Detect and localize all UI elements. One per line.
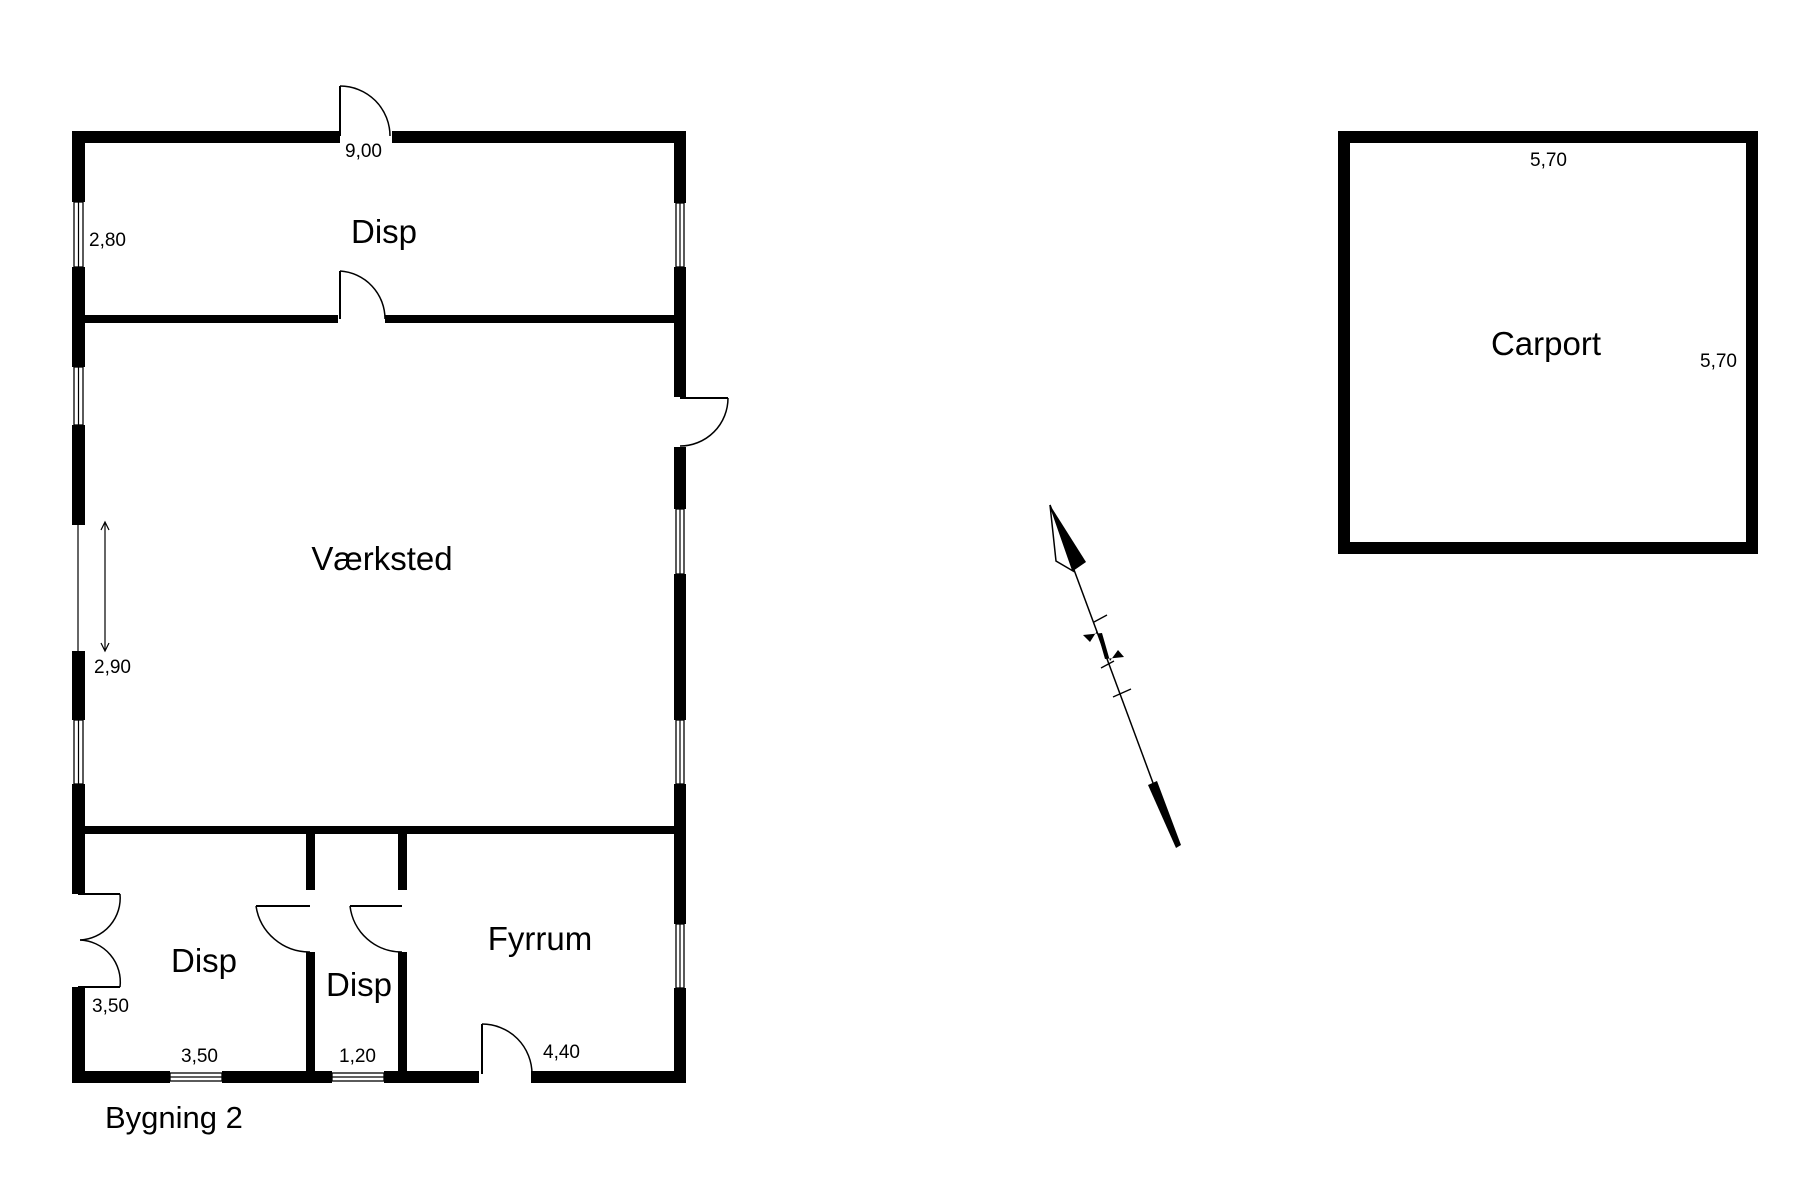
wall-left-3 (72, 425, 85, 525)
wall-left-1 (72, 131, 85, 202)
wall-right-3 (674, 447, 686, 509)
wall-interior-3 (72, 826, 686, 834)
dim-disp-top-depth: 2,80 (89, 230, 126, 251)
wall-partition-2b (398, 952, 407, 1083)
wall-left-4 (72, 651, 85, 720)
wall-left-6 (72, 987, 85, 1083)
dim-disp-small-width: 1,20 (339, 1046, 376, 1067)
wall-partition-1a (306, 826, 315, 890)
door-right-swing (679, 397, 729, 447)
wall-interior-2 (385, 315, 686, 323)
room-label-vaerksted: Værksted (311, 540, 452, 577)
door-disp-top-swing (339, 270, 386, 320)
wall-partition-2a (398, 826, 407, 890)
wall-bottom-2 (222, 1071, 332, 1083)
wall-bottom-1 (72, 1071, 170, 1083)
wall-right-6 (674, 988, 686, 1083)
carport-outline (1338, 131, 1758, 554)
door-fyrrum-swing (481, 1023, 533, 1075)
wall-right-5 (674, 784, 686, 924)
dim-carport-width: 5,70 (1530, 150, 1567, 171)
dim-fyrrum-width: 4,40 (543, 1042, 580, 1063)
wall-interior-1 (72, 315, 338, 323)
building-name: Bygning 2 (105, 1100, 243, 1135)
wall-top-left (72, 131, 340, 143)
wall-partition-1b (306, 952, 315, 1083)
room-label-disp-top: Disp (351, 213, 417, 250)
north-arrow-icon (1049, 504, 1181, 848)
room-label-fyrrum: Fyrrum (488, 920, 592, 957)
dim-disp-left-width: 3,50 (181, 1046, 218, 1067)
dim-top-width: 9,00 (345, 141, 382, 162)
wall-bottom-3 (384, 1071, 479, 1083)
building-2: Disp Værksted Disp Disp Fyrrum 9,00 2,80… (72, 85, 729, 1135)
wall-left-5 (72, 784, 85, 894)
wall-bottom-4 (531, 1071, 686, 1083)
door-disp-small-swing (349, 905, 403, 953)
carport: Carport 5,70 5,70 (1338, 131, 1758, 554)
wall-right-1 (674, 131, 686, 203)
room-label-carport: Carport (1491, 325, 1601, 362)
wall-right-2 (674, 267, 686, 397)
door-left-lower-swing (79, 939, 122, 988)
door-left-upper-swing (79, 893, 121, 941)
dim-carport-depth: 5,70 (1700, 351, 1737, 372)
room-label-disp-bottom-small: Disp (326, 966, 392, 1003)
room-label-disp-bottom-left: Disp (171, 942, 237, 979)
door-disp-left-swing (255, 905, 311, 953)
dim-vaerksted-depth: 2,90 (94, 657, 131, 678)
door-top-swing (339, 85, 391, 137)
wall-right-4 (674, 574, 686, 720)
dim-disp-left-depth: 3,50 (92, 996, 129, 1017)
wall-top-right (392, 131, 686, 143)
